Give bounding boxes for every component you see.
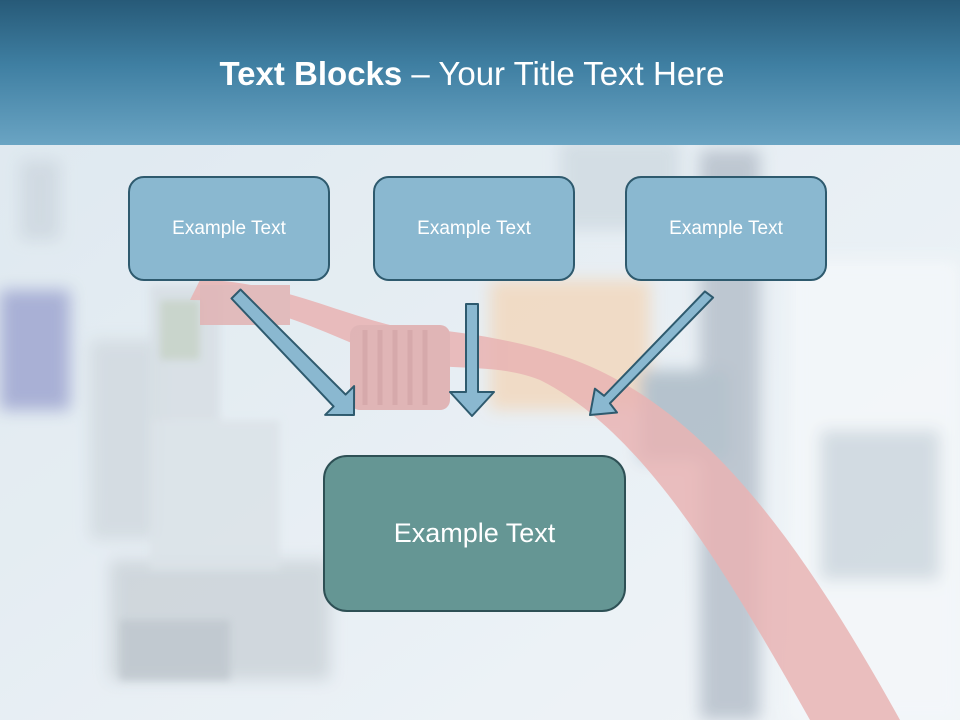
text-block-1-label: Example Text xyxy=(172,217,286,239)
title-bold-part: Text Blocks xyxy=(219,55,403,92)
title-separator: – xyxy=(402,55,439,92)
title-bar: Text Blocks – Your Title Text Here xyxy=(0,0,960,145)
title-rest-part: Your Title Text Here xyxy=(438,55,725,92)
result-block-label: Example Text xyxy=(393,518,556,548)
result-block[interactable]: Example Text xyxy=(323,455,626,612)
text-block-3[interactable]: Example Text xyxy=(625,176,827,281)
text-block-3-label: Example Text xyxy=(669,217,783,239)
page-title: Text Blocks – Your Title Text Here xyxy=(0,52,944,96)
text-block-1[interactable]: Example Text xyxy=(128,176,330,281)
text-block-2[interactable]: Example Text xyxy=(373,176,575,281)
text-block-2-label: Example Text xyxy=(417,217,531,239)
